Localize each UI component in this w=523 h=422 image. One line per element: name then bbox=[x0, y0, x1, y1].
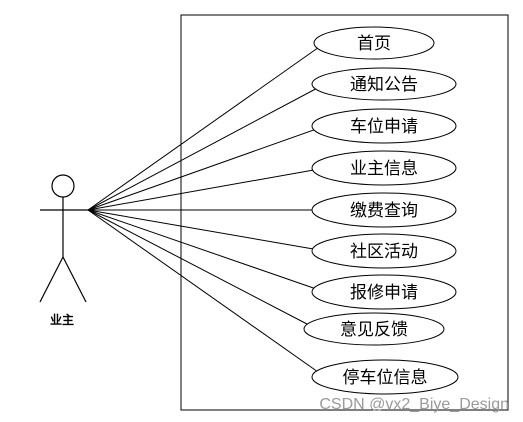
use-case: 通知公告 bbox=[311, 67, 457, 101]
watermark: CSDN @vx2_Biye_Design bbox=[319, 396, 509, 413]
association-line bbox=[87, 83, 326, 211]
use-case-label: 停车位信息 bbox=[343, 368, 428, 388]
use-case-ellipse bbox=[313, 26, 435, 60]
use-case: 缴费查询 bbox=[311, 192, 457, 228]
use-case: 车位申请 bbox=[311, 108, 457, 144]
use-case-ellipse bbox=[311, 274, 457, 310]
association-line bbox=[87, 209, 326, 378]
use-case: 首页 bbox=[313, 26, 435, 60]
association-line bbox=[87, 209, 326, 252]
associations bbox=[87, 42, 326, 378]
use-case-label: 业主信息 bbox=[350, 159, 418, 179]
actor-right-leg bbox=[62, 256, 87, 303]
use-case-ellipse bbox=[311, 192, 457, 228]
use-case-ellipse bbox=[311, 67, 457, 101]
use-case-ellipse bbox=[311, 108, 457, 144]
use-case: 社区活动 bbox=[311, 233, 457, 269]
use-case: 意见反馈 bbox=[303, 312, 445, 346]
use-case-label: 通知公告 bbox=[350, 75, 418, 95]
use-case-label: 车位申请 bbox=[350, 117, 418, 137]
use-case-ellipse bbox=[303, 312, 445, 346]
use-case-label: 意见反馈 bbox=[340, 320, 408, 340]
use-case: 业主信息 bbox=[311, 150, 457, 186]
association-line bbox=[87, 209, 317, 330]
use-case-label: 缴费查询 bbox=[350, 201, 418, 221]
association-line bbox=[87, 42, 326, 211]
actor-left-leg bbox=[39, 256, 64, 303]
use-case-ellipse bbox=[311, 359, 459, 395]
use-case-ellipse bbox=[311, 233, 457, 269]
system-boundary bbox=[180, 14, 509, 411]
use-case: 停车位信息 bbox=[311, 359, 459, 395]
use-case: 报修申请 bbox=[311, 274, 457, 310]
association-line bbox=[87, 209, 326, 293]
association-line bbox=[87, 125, 326, 211]
use-case-ellipse bbox=[311, 150, 457, 186]
association-line bbox=[87, 167, 326, 211]
actor-label: 业主 bbox=[50, 312, 74, 327]
actor-head bbox=[51, 174, 75, 198]
actor: 业主 bbox=[39, 174, 88, 327]
use-case-label: 社区活动 bbox=[350, 242, 418, 262]
use-case-label: 报修申请 bbox=[350, 283, 418, 303]
use-case-label: 首页 bbox=[357, 34, 391, 54]
